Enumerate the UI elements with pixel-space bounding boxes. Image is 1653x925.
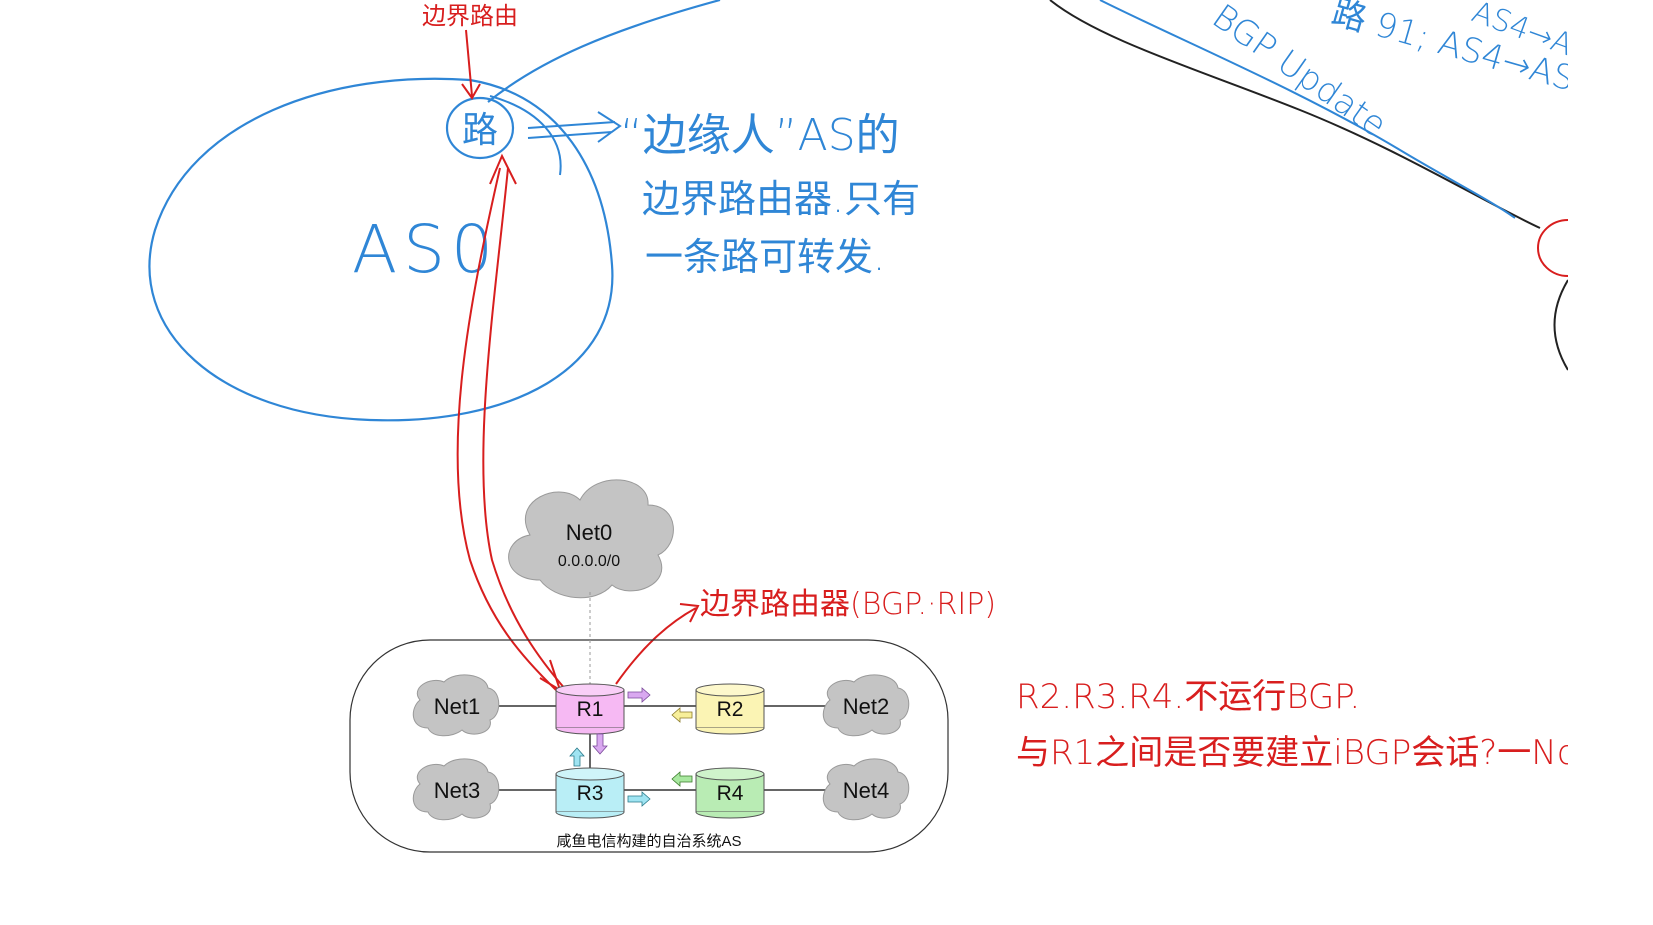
note-line-3: 一条路可转发. [645, 235, 885, 279]
red-long-arrow-outer [456, 167, 557, 691]
arrow-r2-to-r1 [671, 707, 693, 723]
link-to-top [487, 0, 721, 103]
remote-router-circle [1537, 219, 1568, 277]
as0-boundary [148, 77, 614, 422]
arrow-r3-to-r4 [627, 791, 651, 807]
net3-label: Net3 [434, 778, 480, 803]
net4-cloud: Net4 [822, 758, 910, 821]
note-line-1: “边缘人”AS的 [620, 110, 900, 161]
red-annotations: 边界路由 边界路由器(BGP.·RIP) R2.R3.R4.不运行BGP. 与R… [422, 2, 1568, 773]
whiteboard-canvas: 路 AS0 “边缘人”AS的 边界路由器.只有 一条路可转发. 路 91; AS… [148, 0, 1568, 853]
as0-label: AS0 [352, 211, 499, 288]
r4-label: R4 [717, 782, 744, 805]
net2-label: Net2 [843, 694, 889, 719]
arrow-r1-to-r3 [592, 733, 608, 755]
note-arrow [527, 111, 622, 143]
net4-label: Net4 [843, 778, 889, 803]
net1-label: Net1 [434, 694, 480, 719]
note-line-2: 边界路由器.只有 [642, 177, 920, 221]
question-line-2: 与R1之间是否要建立iBGP会话?一No! [1016, 733, 1568, 773]
r1-label: R1 [577, 698, 604, 721]
router-r3: R3 [555, 767, 625, 819]
edge-router-circle [445, 96, 515, 160]
net3-cloud: Net3 [412, 758, 500, 821]
edge-router-label: 边界路由器(BGP.·RIP) [700, 587, 996, 622]
r3-label: R3 [577, 782, 604, 805]
as0-sketch: 路 AS0 “边缘人”AS的 边界路由器.只有 一条路可转发. [148, 0, 920, 422]
router-r2: R2 [695, 683, 765, 735]
net2-cloud: Net2 [822, 674, 910, 737]
top-red-arrow [461, 29, 481, 100]
red-long-arrow-inner [482, 167, 567, 691]
black-link-upper [1049, 0, 1541, 229]
net0-prefix: 0.0.0.0/0 [558, 553, 620, 570]
router-r4: R4 [695, 767, 765, 819]
top-right-sketch: 路 91; AS4→AS5 AS4→AS BGP Update [1049, 0, 1568, 371]
net0-name: Net0 [566, 520, 612, 545]
diagram-svg: 路 AS0 “边缘人”AS的 边界路由器.只有 一条路可转发. 路 91; AS… [148, 0, 1568, 853]
arrow-r1-to-r2 [627, 687, 651, 703]
router-char: 路 [462, 110, 498, 151]
net1-cloud: Net1 [412, 674, 500, 737]
black-link-lower [1553, 279, 1568, 371]
arrow-r3-to-r1 [569, 747, 585, 767]
route-arrows [569, 687, 693, 807]
figure-caption: 咸鱼电信构建的自治系统AS [556, 832, 741, 850]
top-red-label: 边界路由 [422, 2, 518, 30]
arrow-r4-to-r3 [671, 771, 693, 787]
as-network-figure: Net0 0.0.0.0/0 Net1 Net2 Net3 Net4 [349, 479, 949, 853]
router-r1: R1 [555, 683, 625, 735]
as-container [349, 639, 949, 853]
edge-label-arrow [615, 603, 700, 685]
blue-update-arrow [1099, 0, 1516, 219]
r2-label: R2 [717, 698, 744, 721]
question-line-1: R2.R3.R4.不运行BGP. [1016, 677, 1360, 717]
red-arrow-head-top [489, 153, 517, 185]
net0-cloud: Net0 0.0.0.0/0 [508, 479, 674, 599]
